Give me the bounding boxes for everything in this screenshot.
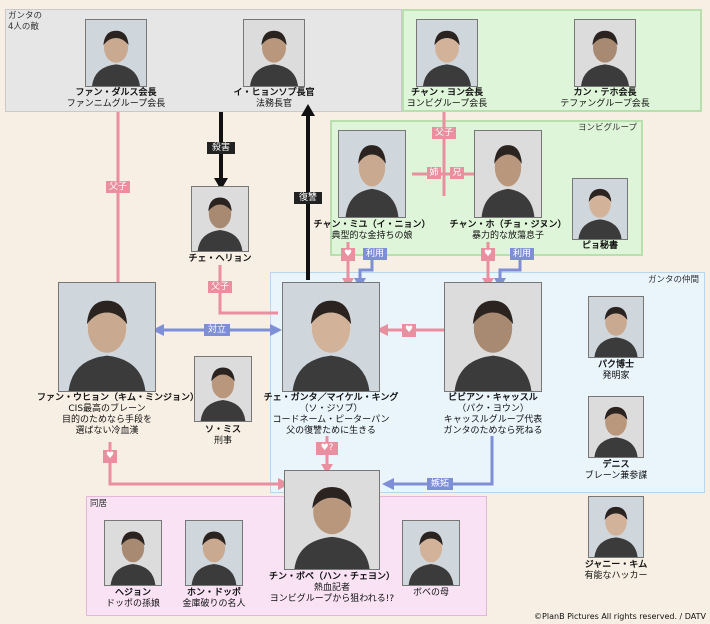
role-kan-teho: テファングループ会長 (560, 99, 650, 109)
heart-ganta-q: ♥? (316, 442, 338, 455)
role-chin-bobe: 熱血記者 ヨンビグループから狙われる!? (269, 583, 395, 604)
role-lee-hyeonsop: 法務長官 (255, 99, 292, 109)
enemies-group-box (5, 9, 402, 112)
role-park: 発明家 (602, 371, 630, 381)
tag-ane: 姉 (427, 167, 441, 179)
photo-kan-teho (574, 19, 636, 87)
photo-che-heryon (191, 186, 249, 252)
role-vivian: （パク・ヨウン） キャッスルグループ代表 ガンタのためなら死ねる (443, 404, 543, 436)
enemies-label: ガンタの 4人の敵 (8, 11, 43, 32)
line-uhyon-heart (108, 442, 285, 486)
photo-pyo (572, 178, 628, 240)
heart-vivian: ♥ (402, 324, 416, 337)
photo-vivian (444, 282, 542, 392)
heart-ho: ♥ (481, 248, 495, 261)
tag-ansatsu: 殺害 (207, 142, 235, 154)
photo-hejon (104, 520, 162, 586)
tag-fushi3: 父子 (208, 281, 232, 293)
copyright: ©PlanB Pictures All rights reserved. / D… (534, 612, 706, 621)
photo-park (588, 296, 644, 358)
photo-hon-doppo (185, 520, 243, 586)
role-hwang-dals: ファンニムグループ会長 (66, 99, 166, 109)
name-jenny: ジャニー・キム (584, 560, 648, 570)
tag-kansetsu: 嫉妬 (427, 478, 453, 490)
role-hon-doppo: 金庫破りの名人 (182, 599, 246, 609)
tag-riyo2: 利用 (510, 248, 534, 260)
tag-ani: 兄 (450, 167, 464, 179)
name-che-ganta: チェ・ガンタ／マイケル・キング (263, 393, 399, 403)
photo-hwang-dals (85, 19, 147, 87)
name-so-misu: ソ・ミス (204, 425, 241, 435)
role-chan-miyu: 典型的な金持ちの娘 (331, 231, 413, 241)
photo-che-ganta (282, 282, 380, 392)
name-kan-teho: カン・テホ会長 (573, 88, 637, 98)
ganta-label: ガンタの仲間 (648, 275, 700, 285)
heart-miyu: ♥ (341, 248, 355, 261)
role-chan-ho: 暴力的な放蕩息子 (471, 231, 544, 241)
name-chin-bobe: チン・ボベ（ハン・チェヨン） (268, 572, 395, 582)
role-hejon: ドッポの孫娘 (105, 599, 160, 609)
name-chan-miyu: チャン・ミユ（イ・ニョン） (313, 220, 431, 230)
photo-dennis (588, 396, 644, 458)
photo-bobe-mother (402, 520, 460, 586)
dokyo-label: 同居 (90, 499, 108, 509)
photo-so-misu (194, 356, 252, 422)
role-che-ganta: （ソ・ジソプ） コードネーム・ピーターパン 父の復讐ために生きる (272, 404, 390, 436)
photo-chan-miyu (338, 130, 406, 218)
name-dennis: デニス (602, 460, 630, 470)
role-dennis: ブレーン兼参謀 (584, 471, 648, 481)
name-chan-yon: チャン・ヨン会長 (411, 88, 483, 98)
yongbi-label: ヨンビグループ (578, 123, 637, 133)
photo-chan-ho (474, 130, 542, 218)
name-vivian: ビビアン・キャッスル (448, 393, 538, 403)
name-che-heryon: チェ・ヘリョン (188, 254, 252, 264)
name-lee-hyeonsop: イ・ヒョンソプ長官 (233, 88, 315, 98)
tag-tairitsu: 対立 (204, 324, 230, 336)
name-chan-ho: チャン・ホ（チョ・ジヌン） (449, 220, 567, 230)
photo-chan-yon (416, 19, 478, 87)
role-hwang-uhyon: CIS最高のブレーン 目的のためなら手段を 選ばない冷血漢 (61, 404, 152, 436)
name-pyo: ピョ秘書 (581, 241, 618, 251)
photo-chin-bobe (284, 470, 380, 570)
name-bobe-mother: ボベの母 (412, 588, 449, 598)
name-park: パク博士 (597, 360, 634, 370)
photo-hwang-uhyon (58, 282, 156, 392)
tag-riyo1: 利用 (363, 248, 387, 260)
name-hejon: ヘジョン (114, 588, 151, 598)
tag-fushi: 父子 (106, 181, 130, 193)
name-hwang-uhyon: ファン・ウヒョン（キム・ミンジョン） (37, 393, 200, 403)
name-hwang-dals: ファン・ダルス会長 (75, 88, 157, 98)
heart-uhyon: ♥ (103, 450, 117, 463)
tag-fukushu: 復讐 (294, 192, 322, 204)
tag-fushi2: 父子 (432, 127, 456, 139)
role-jenny: 有能なハッカー (584, 571, 648, 581)
role-chan-yon: ヨンビグループ会長 (406, 99, 488, 109)
role-so-misu: 刑事 (213, 436, 232, 446)
photo-lee-hyeonsop (243, 19, 305, 87)
photo-jenny (588, 496, 644, 558)
name-hon-doppo: ホン・ドッポ (186, 588, 241, 598)
